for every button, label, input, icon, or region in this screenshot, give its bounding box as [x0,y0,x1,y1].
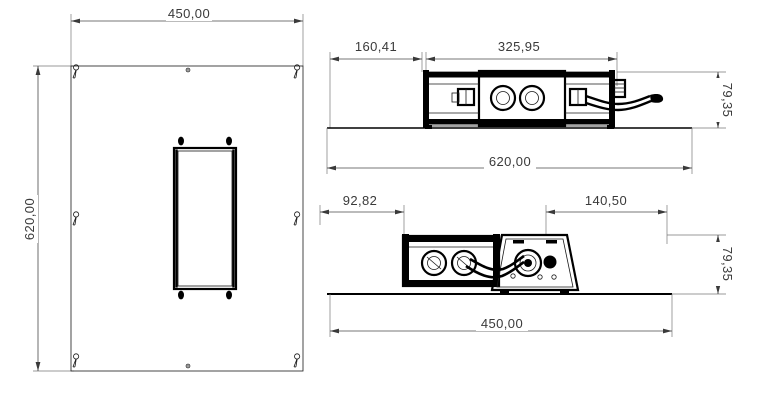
center-cutout [172,146,238,291]
dimension-side-overall-length: 620,00 [326,128,693,174]
cable-loop [465,254,525,279]
center-pin-bottom [185,363,191,369]
base-foot [425,125,432,129]
housing-post-right [609,70,615,128]
cutout-fastener [178,290,184,300]
hub-nut [543,255,557,269]
dimension-end-overall-width: 450,00 [329,294,673,337]
cable-arm [585,78,664,112]
bracket-hole [537,274,543,280]
dimension-value-plate-width: 450,00 [168,6,210,21]
base-foot [607,125,614,129]
center-pin-top [185,67,191,73]
keyhole-slot [72,211,80,226]
port-circle [518,84,546,112]
side-elevation-view: 160,41 325,95 [326,39,735,174]
dimension-plate-height: 620,00 [22,65,74,372]
dimension-side-device-length: 325,95 [425,39,618,86]
bracket-hole [510,273,516,279]
cutout-fastener [178,136,184,146]
port-circle [489,84,517,112]
left-fitting [451,87,476,107]
right-fitting [568,87,588,107]
dimension-plate-width: 450,00 [70,6,304,66]
cutout-fastener [226,290,232,300]
bracket-slot [513,240,524,244]
dimension-value-plate-height: 620,00 [22,198,37,240]
dimension-side-offset-left: 160,41 [329,39,423,128]
bracket-hole [551,274,557,280]
dimension-end-device-height: 79,35 [667,234,735,295]
housing-post-left [402,234,409,287]
dimension-side-device-height: 79,35 [617,71,735,129]
base-foot [500,290,509,295]
dimension-value-end-offset-left: 92,82 [343,193,378,208]
dimension-value-end-offset-right: 140,50 [585,193,627,208]
housing-body [401,234,501,288]
dimension-value-side-overall-length: 620,00 [489,154,531,169]
port-circle [420,249,448,277]
dual-port-group [489,84,546,112]
dimension-value-end-device-height: 79,35 [720,247,735,282]
cable-boss [612,78,627,99]
keyhole-slot [293,64,301,79]
housing-post-left [423,70,429,128]
dimension-end-offset-right: 140,50 [545,193,668,244]
keyhole-slot-group [72,64,301,368]
plate-outline [70,65,304,372]
keyhole-slot [72,353,80,368]
bracket-slot [546,240,557,244]
cutout-fastener [226,136,232,146]
base-foot [560,290,569,295]
dimension-value-side-offset-left: 160,41 [355,39,397,54]
keyhole-slot [72,64,80,79]
dual-port-group [420,249,478,277]
bracket-plate [490,233,580,292]
keyhole-slot [293,211,301,226]
dimension-value-end-overall-width: 450,00 [481,316,523,331]
front-plate-view: 450,00 620,00 [22,6,304,372]
end-part-geometry [327,233,672,295]
dimension-value-side-device-height: 79,35 [720,83,735,118]
keyhole-slot [293,353,301,368]
dimension-end-offset-left: 92,82 [319,193,405,236]
hub-boss [510,248,557,280]
side-part-geometry [327,69,692,129]
dimension-value-side-device-length: 325,95 [498,39,540,54]
cutout-fastener-group [178,136,232,300]
end-elevation-view: 92,82 140,50 [319,193,735,337]
